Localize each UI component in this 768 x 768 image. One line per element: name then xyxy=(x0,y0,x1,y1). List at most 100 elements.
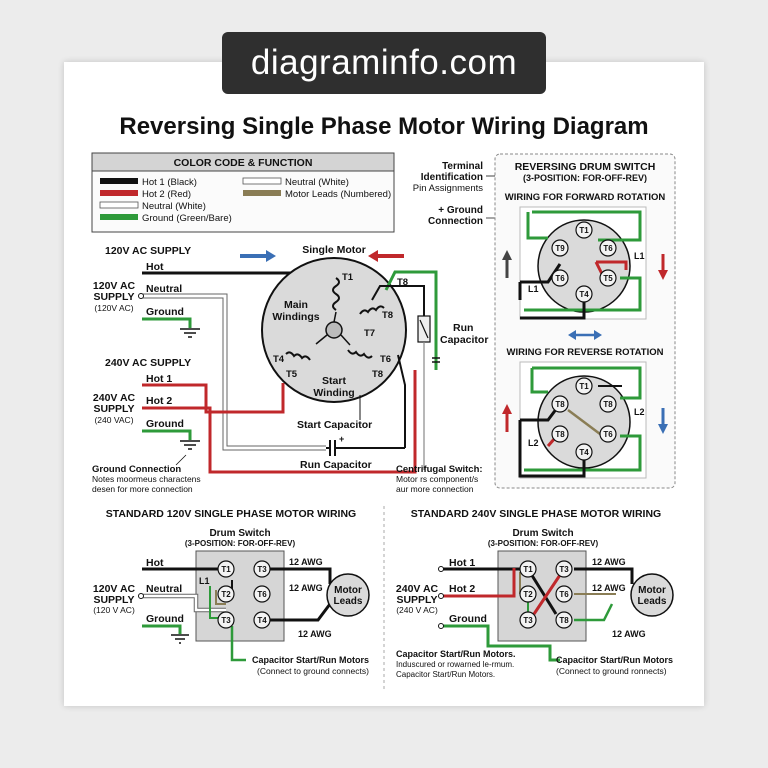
fwd-pin-t1-label: T1 xyxy=(579,226,589,235)
supply-240v-label-3: (240 VAC) xyxy=(94,415,133,425)
rev-pin-t8a xyxy=(551,395,569,413)
rev-pin-t1 xyxy=(575,377,593,395)
std240-drum-1: Drum Switch xyxy=(512,528,573,539)
std240-left-note-1: Capacitor Start/Run Motors. xyxy=(396,649,516,659)
supply-240v-hot1: Hot 1 xyxy=(146,373,172,385)
std240-t3a xyxy=(555,560,573,578)
legend-swatch-hot1 xyxy=(100,178,138,184)
legend-item-ground: Ground (Green/Bare) xyxy=(142,213,232,224)
std120-title: STANDARD 120V SINGLE PHASE MOTOR WIRING xyxy=(106,508,356,520)
std120-t6-label: T6 xyxy=(257,590,267,599)
rev-pin-t6-label: T6 xyxy=(603,430,613,439)
std120-ground: Ground xyxy=(146,613,184,625)
legend-item-neutral: Neutral (White) xyxy=(142,201,206,212)
std-120v-section: STANDARD 120V SINGLE PHASE MOTOR WIRING … xyxy=(93,508,370,676)
std120-note-2: (Connect to ground connects) xyxy=(257,666,369,676)
supply-120v-neutral: Neutral xyxy=(146,283,182,295)
std240-t6 xyxy=(555,585,573,603)
rev-pin-t8b xyxy=(599,395,617,413)
std240-awg-1: 12 AWG xyxy=(592,557,626,567)
fwd-pin-t6a-label: T6 xyxy=(603,244,613,253)
std120-neutral: Neutral xyxy=(146,583,182,595)
motor-terminal-t8-a: T8 xyxy=(397,277,408,288)
motor-terminal-t4: T4 xyxy=(273,354,285,365)
rev-l2-left: L2 xyxy=(528,438,539,448)
std120-motor-2: Leads xyxy=(334,596,363,607)
supply-120v: 120V AC SUPPLY Hot 120V AC SUPPLY (120V … xyxy=(93,245,336,451)
terminal-note-3: Pin Assignments xyxy=(413,183,483,194)
rev-pin-t8c xyxy=(551,425,569,443)
motor-terminal-t6: T6 xyxy=(380,354,391,365)
std240-t8 xyxy=(555,611,573,629)
std120-drum-1: Drum Switch xyxy=(209,528,270,539)
std120-awg-1: 12 AWG xyxy=(289,557,323,567)
legend-swatch-leads xyxy=(243,190,281,196)
supply-240v-label-2: SUPPLY xyxy=(93,403,134,415)
std240-hot1: Hot 1 xyxy=(449,557,475,569)
supply-240v-heading: 240V AC SUPPLY xyxy=(105,357,191,369)
std120-t3a-label: T3 xyxy=(257,565,267,574)
reverse-rotation-diagram: T1 T8 T8 T8 T6 T4 L2 L2 xyxy=(502,361,668,479)
std240-t3b xyxy=(519,611,537,629)
color-legend: COLOR CODE & FUNCTION Hot 1 (Black) Hot … xyxy=(91,152,395,233)
fwd-pin-t9-label: T9 xyxy=(555,244,565,253)
std120-t4 xyxy=(253,611,271,629)
legend-swatch-neutral-2 xyxy=(242,177,282,185)
fwd-pin-t9 xyxy=(551,239,569,257)
std120-motor-leads xyxy=(326,573,370,617)
std240-t1 xyxy=(519,560,537,578)
supply-240v-label-1: 240V AC xyxy=(93,392,136,404)
std120-awg-3: 12 AWG xyxy=(298,629,332,639)
std240-left-note-2: Induscured or rowarned le-rmum. xyxy=(396,660,514,669)
forward-title: WIRING FOR FORWARD ROTATION xyxy=(505,192,666,203)
centrifugal-note-1: Centrifugal Switch: xyxy=(396,464,483,475)
centrifugal-note-2: Motor rs component/s xyxy=(396,474,478,484)
std240-motor-2: Leads xyxy=(638,596,667,607)
std120-supply-1: 120V AC xyxy=(93,583,136,595)
motor: Single Motor Main Windings Start Winding… xyxy=(261,244,440,470)
supply-240v: 240V AC SUPPLY Hot 1 240V AC SUPPLY (240… xyxy=(93,357,417,474)
std240-motor-leads xyxy=(630,573,674,617)
ground-connection-2: Connection xyxy=(428,216,483,227)
legend-heading: COLOR CODE & FUNCTION xyxy=(174,157,313,169)
forward-rotation-diagram: T1 T9 T6 T6 T5 T4 L1 L1 xyxy=(502,206,668,320)
centrifugal-note-3: aur more connection xyxy=(396,484,474,494)
std120-t3b-label: T3 xyxy=(221,616,231,625)
supply-120v-hot: Hot xyxy=(146,261,164,273)
std240-t2 xyxy=(519,585,537,603)
motor-terminal-t8-c: T8 xyxy=(372,369,383,380)
rev-pin-t8c-label: T8 xyxy=(555,430,565,439)
motor-terminal-t1: T1 xyxy=(342,272,354,283)
std120-t3b xyxy=(217,611,235,629)
main-winding-coil xyxy=(332,277,340,311)
std120-motor-1: Motor xyxy=(334,585,362,596)
ground-note-1: Ground Connection xyxy=(92,464,181,475)
drum-heading: REVERSING DRUM SWITCH xyxy=(515,161,656,173)
motor-terminal-t7: T7 xyxy=(364,328,375,339)
start-winding-1: Start xyxy=(322,375,346,387)
run-capacitor-right-2: Capacitor xyxy=(440,334,488,346)
fwd-pin-t5-label: T5 xyxy=(603,274,613,283)
std120-t1-label: T1 xyxy=(221,565,231,574)
motor-heading: Single Motor xyxy=(302,244,366,256)
run-capacitor-right-1: Run xyxy=(453,322,473,334)
legend-swatch-hot2 xyxy=(100,190,138,196)
run-capacitor-label: Run Capacitor xyxy=(300,459,372,471)
fwd-l1-right: L1 xyxy=(634,251,645,261)
legend-item-neutral-2: Neutral (White) xyxy=(285,177,349,188)
std240-title: STANDARD 240V SINGLE PHASE MOTOR WIRING xyxy=(411,508,661,520)
legend-item-hot1: Hot 1 (Black) xyxy=(142,177,197,188)
motor-terminal-t5: T5 xyxy=(286,369,298,380)
std240-hot2: Hot 2 xyxy=(449,583,475,595)
std120-note-1: Capacitor Start/Run Motors xyxy=(252,655,369,665)
std120-l1: L1 xyxy=(199,576,210,586)
fwd-pin-t6a xyxy=(599,239,617,257)
std240-supply-1: 240V AC xyxy=(396,583,439,595)
drum-subheading: (3-POSITION: FOR-OFF-REV) xyxy=(523,173,647,183)
supply-240v-ground: Ground xyxy=(146,418,184,430)
std240-t3b-label: T3 xyxy=(523,616,533,625)
drum-switch-panel: REVERSING DRUM SWITCH (3-POSITION: FOR-O… xyxy=(494,153,676,489)
main-windings-1: Main xyxy=(284,299,308,311)
reverse-title: WIRING FOR REVERSE ROTATION xyxy=(507,347,664,358)
